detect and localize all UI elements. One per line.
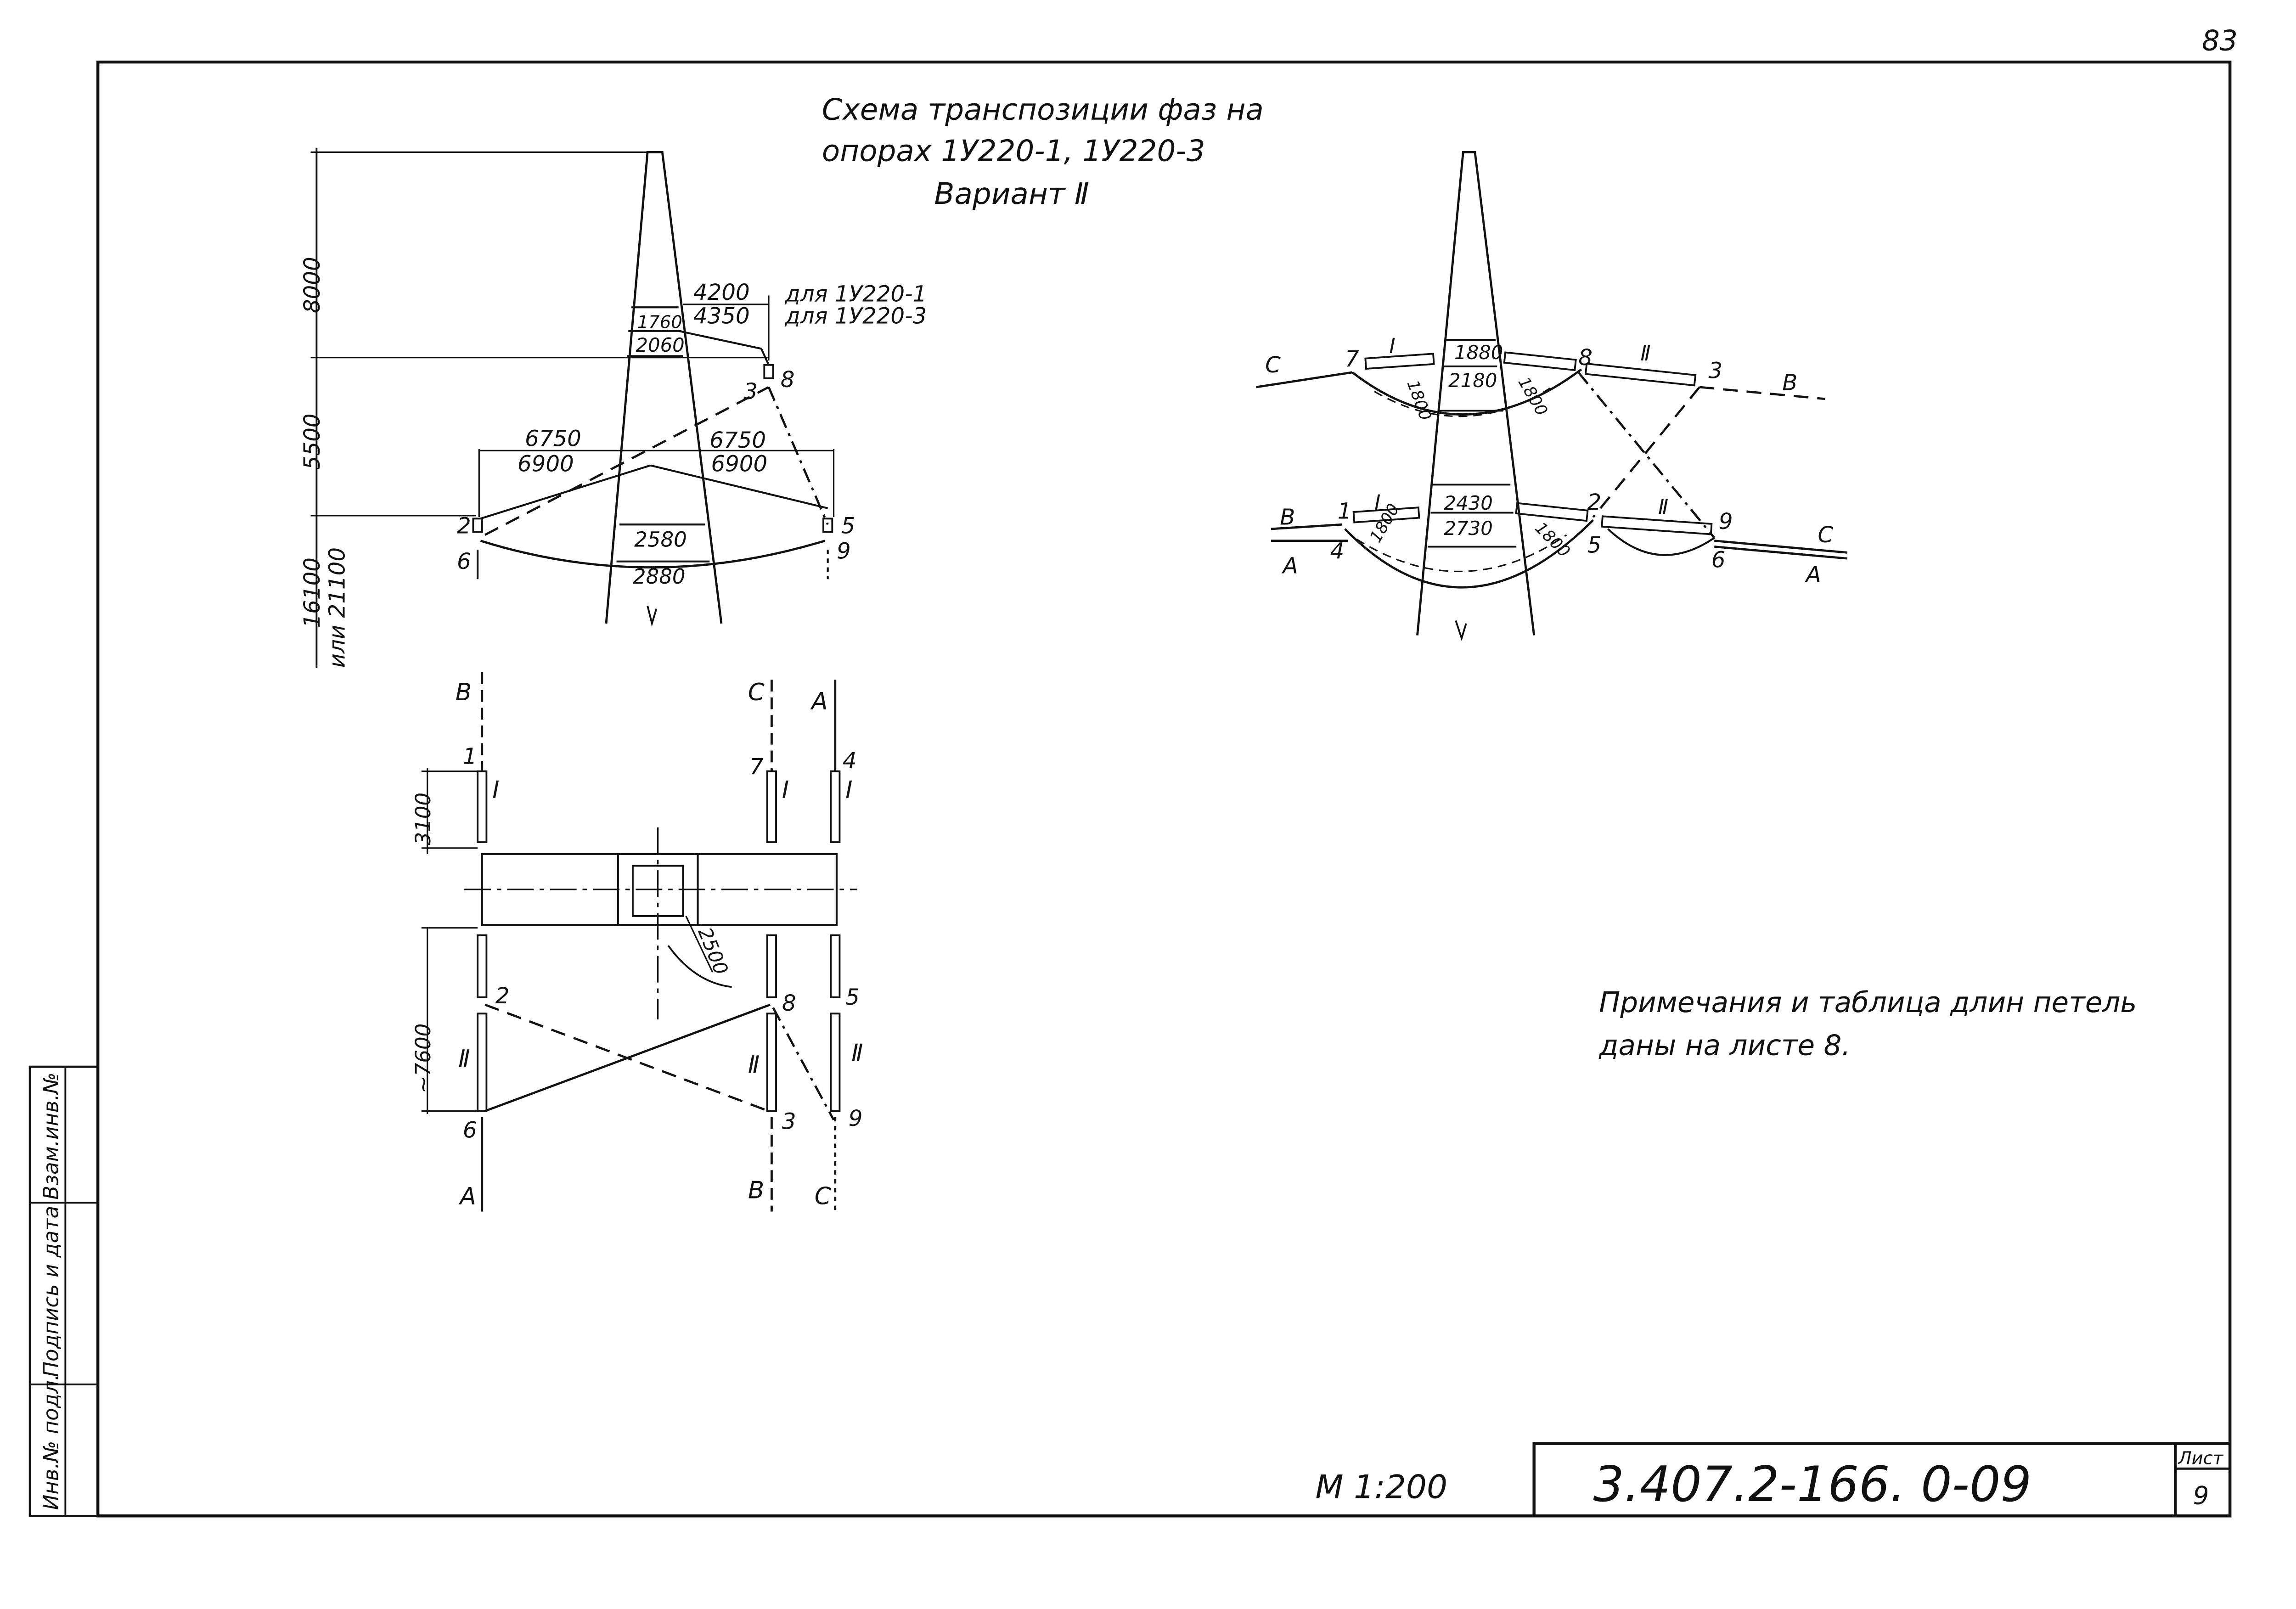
plan-point-1: 1: [463, 744, 477, 770]
plan-phase-c-top: C: [748, 679, 765, 706]
dim-8000: 8000: [299, 257, 325, 313]
point-2: 2: [457, 513, 471, 539]
plan-point-2: 2: [495, 983, 510, 1009]
rt-point-4: 4: [1330, 538, 1345, 564]
title-line-1: Схема транспозиции фаз на: [822, 93, 1264, 127]
dim-6750-left: 6750: [525, 426, 581, 452]
point-9: 9: [837, 538, 851, 564]
title-line-2: опорах 1У220-1, 1У220-3: [822, 134, 1205, 169]
loop-1800-ll: 1800: [1366, 501, 1403, 546]
plan-point-9: 9: [849, 1106, 863, 1131]
sheet-label: Лист: [2178, 1448, 2224, 1469]
stamp-original-inv: Инв.№ подл.: [39, 1374, 63, 1510]
plan-view: 2500 3100 ~7600 B C A A B C 1 7: [411, 672, 863, 1212]
rt-phase-b-upper: B: [1782, 370, 1797, 395]
dim-4350: 4350: [693, 304, 750, 329]
rt-point-6: 6: [1711, 547, 1726, 573]
rt-point-1: 1: [1338, 498, 1352, 524]
plan-point-3: 3: [782, 1108, 796, 1134]
dim-6900-right: 6900: [711, 451, 767, 477]
point-3: 3: [743, 379, 758, 405]
width-2580: 2580: [634, 528, 687, 552]
point-6: 6: [457, 549, 471, 574]
plan-phase-b-bottom: B: [748, 1176, 764, 1204]
plan-point-4: 4: [843, 748, 857, 774]
rt-point-3: 3: [1708, 358, 1722, 384]
rt-point-7: 7: [1345, 346, 1359, 372]
right-upper-roman-i: Ⅰ: [1389, 334, 1395, 358]
dim-7600: ~7600: [411, 1024, 435, 1093]
width-2880: 2880: [633, 564, 686, 589]
sheet-frame: [96, 60, 2232, 1518]
dim-2500: 2500: [693, 924, 732, 978]
plan-roman-ii-2: Ⅱ: [748, 1051, 760, 1079]
loop-1800-ur: 1800: [1514, 374, 1552, 419]
note: Примечания и таблица длин петель даны на…: [1598, 986, 2137, 1062]
plan-point-7: 7: [749, 754, 764, 780]
diagram-title: Схема транспозиции фаз на опорах 1У220-1…: [822, 93, 1264, 211]
plan-phase-c-bottom: C: [815, 1182, 831, 1210]
plan-roman-ii-1: Ⅱ: [458, 1045, 470, 1073]
rt-point-5: 5: [1587, 532, 1602, 558]
plan-phase-a-bottom: A: [458, 1182, 476, 1210]
width-1760: 1760: [637, 312, 682, 332]
dim-6900-left: 6900: [518, 451, 574, 477]
stamp-signature-date: Подпись и дата: [39, 1206, 63, 1377]
right-tower-elevation: 1880 2180 2430 2730 1800 1800 1800 1800 …: [1256, 151, 1848, 641]
rt-point-8: 8: [1578, 345, 1593, 371]
dim-21100: или 21100: [325, 547, 350, 668]
rt-phase-c-upper: C: [1265, 352, 1281, 378]
left-tower-elevation: 8000 5500 16100 или 21100 4200 4350 для …: [299, 147, 927, 668]
plan-roman-i-2: Ⅰ: [782, 776, 789, 804]
width-2730: 2730: [1444, 517, 1492, 540]
plan-roman-i-1: Ⅰ: [492, 776, 499, 804]
dim-6750-right: 6750: [709, 428, 766, 453]
side-stamp-box: [28, 1065, 99, 1517]
stamp-replacement-inv: Взам.инв.№: [39, 1073, 63, 1200]
side-stamp: Взам.инв.№ Подпись и дата Инв.№ подл.: [28, 1065, 99, 1517]
title-block: М 1:200 3.407.2-166. 0-09 Лист 9: [1315, 1442, 2230, 1516]
note-1u220-1: для 1У220-1: [784, 281, 927, 307]
right-lower-roman-i: Ⅰ: [1374, 490, 1380, 515]
plan-phase-a-top: A: [810, 687, 827, 715]
plan-point-8: 8: [782, 990, 796, 1016]
dim-16100: 16100: [299, 557, 325, 628]
right-upper-roman-ii: Ⅱ: [1640, 341, 1650, 366]
plan-roman-i-3: Ⅰ: [845, 776, 852, 804]
document-number: 3.407.2-166. 0-09: [1593, 1456, 2032, 1513]
dim-5500: 5500: [299, 413, 325, 470]
plan-roman-ii-3: Ⅱ: [851, 1039, 863, 1067]
width-2060: 2060: [636, 334, 684, 356]
point-5: 5: [841, 513, 855, 539]
dim-3100: 3100: [411, 793, 435, 845]
width-2430: 2430: [1444, 492, 1492, 514]
scale-label: М 1:200: [1315, 1468, 1447, 1506]
rt-point-9: 9: [1719, 509, 1733, 534]
title-line-3: Вариант Ⅱ: [934, 177, 1089, 211]
left-tower-body: [605, 151, 723, 624]
right-lower-roman-ii: Ⅱ: [1658, 495, 1668, 519]
rt-phase-b-lower: B: [1280, 504, 1295, 530]
plan-point-6: 6: [463, 1118, 477, 1143]
page-number: 83: [2202, 24, 2238, 57]
width-1880: 1880: [1454, 341, 1503, 364]
point-8: 8: [781, 367, 795, 393]
note-line-2: даны на листе 8.: [1598, 1029, 1851, 1062]
dim-4200: 4200: [693, 280, 750, 305]
note-line-1: Примечания и таблица длин петель: [1599, 986, 2137, 1019]
note-1u220-3: для 1У220-3: [784, 304, 927, 329]
right-tower-body: [1416, 151, 1536, 636]
rt-phase-a-lower-right: A: [1805, 562, 1821, 588]
plan-point-5: 5: [845, 985, 860, 1010]
sheet-number: 9: [2193, 1481, 2209, 1510]
rt-phase-c-lower: C: [1818, 522, 1833, 548]
plan-phase-b-top: B: [456, 679, 472, 706]
width-2180: 2180: [1448, 369, 1497, 392]
loop-1800-ul: 1800: [1403, 377, 1435, 423]
rt-phase-a-lower-left: A: [1282, 553, 1298, 579]
rt-point-2: 2: [1587, 489, 1602, 515]
